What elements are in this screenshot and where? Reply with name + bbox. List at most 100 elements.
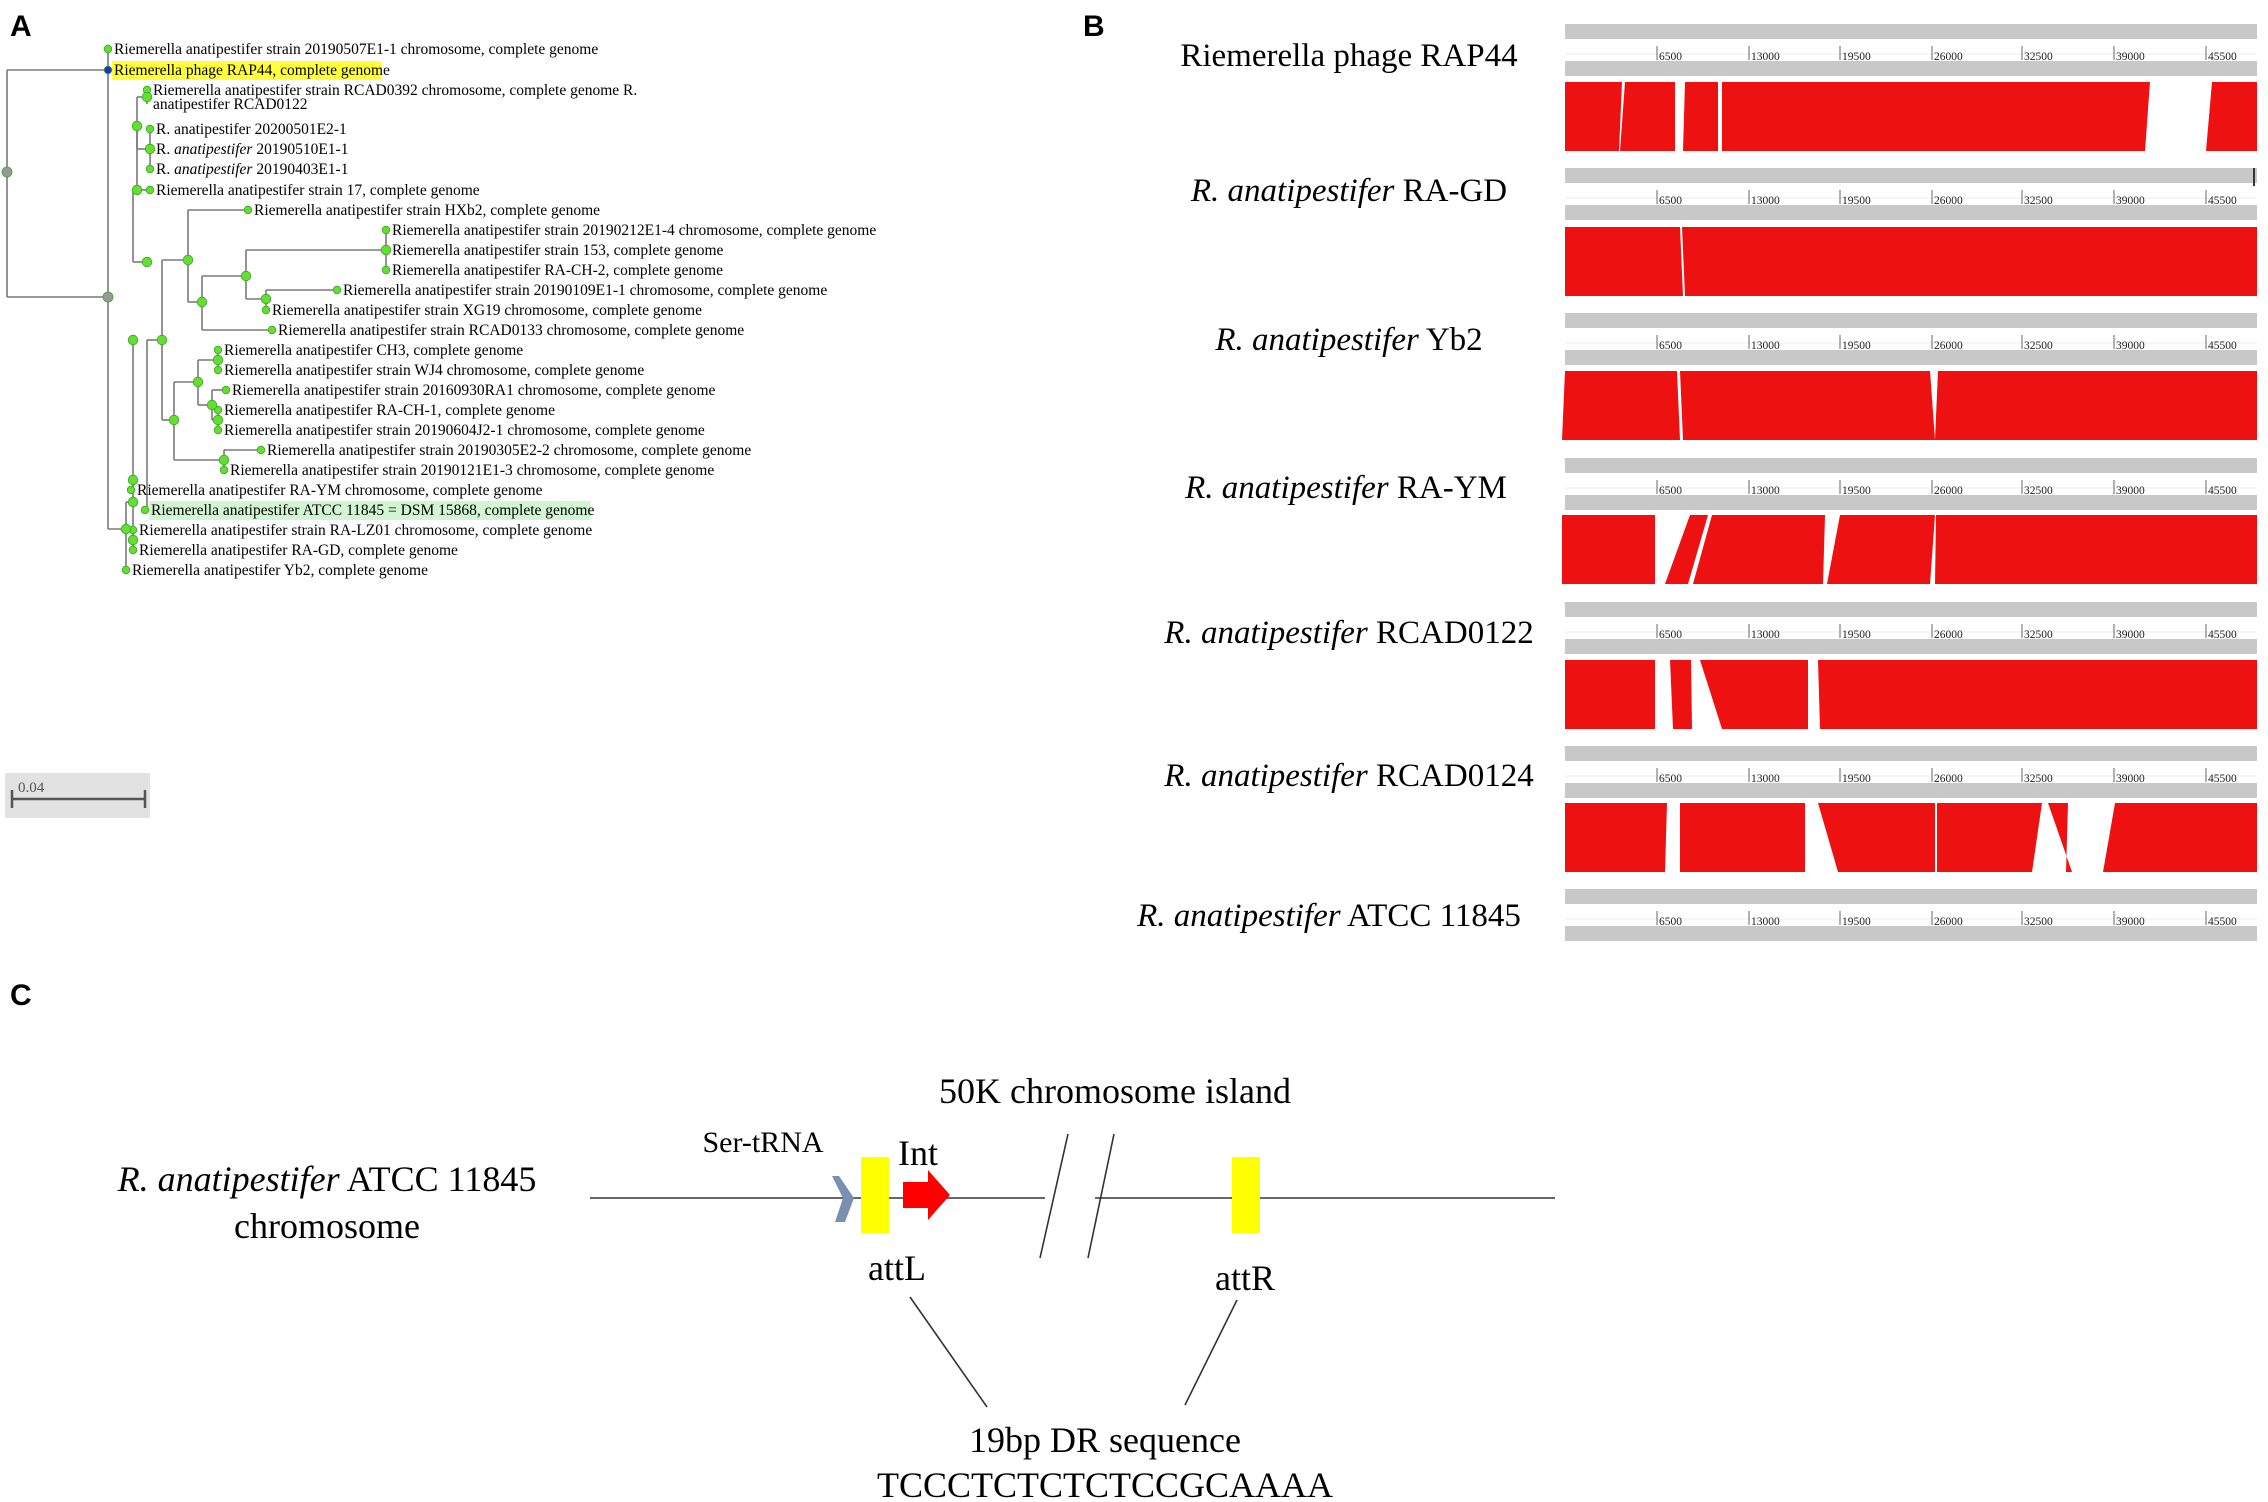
genome-track-top — [1565, 24, 2257, 39]
tree-node — [140, 505, 150, 515]
genome-track-tick-label: 45500 — [2208, 485, 2237, 497]
panel-b-letter: B — [1083, 10, 1105, 43]
tree-node — [332, 285, 342, 295]
tree-leaf-label-prefix: R. — [156, 141, 174, 158]
match-block — [1683, 82, 1718, 151]
match-block — [1937, 803, 2042, 872]
int-label: Int — [898, 1133, 938, 1173]
match-block — [1562, 515, 1655, 584]
tree-node — [213, 365, 223, 375]
tree-leaf-label: Riemerella anatipestifer strain 20190212… — [392, 222, 876, 239]
genome-track-tick-label: 6500 — [1659, 916, 1682, 928]
attl-label: attL — [868, 1248, 926, 1288]
tree-node — [240, 270, 252, 282]
tree-leaf-label-text: 20190403E1-1 — [252, 161, 348, 178]
genome-label: Riemerella phage RAP44 — [1180, 38, 1517, 74]
ser-trna-arrow-icon — [832, 1176, 854, 1222]
match-block — [1680, 371, 1935, 440]
genome-track-tick-label: 19500 — [1842, 195, 1871, 207]
tree-node — [192, 376, 204, 388]
tree-node — [212, 354, 224, 366]
tree-node — [127, 534, 139, 546]
genome-track-bottom — [1565, 205, 2257, 220]
genome-label: R. anatipestifer RCAD0124 — [1163, 758, 1533, 794]
trna-label: Ser-tRNA — [702, 1126, 823, 1159]
genome-track-tick-label: 32500 — [2024, 195, 2053, 207]
genome-label-text: RA-YM — [1389, 470, 1507, 506]
tree-leaf-label-text: Riemerella anatipestifer RA-YM chromosom… — [137, 482, 543, 499]
tree-leaf-label-text: Riemerella anatipestifer strain 20160930… — [232, 382, 715, 399]
tree-node — [127, 474, 139, 486]
genome-track-tick-label: 39000 — [2116, 773, 2145, 785]
match-block — [1565, 227, 1683, 296]
genome-track-tick-label: 45500 — [2208, 773, 2237, 785]
tree-node — [103, 65, 113, 75]
tree-leaf-label: Riemerella anatipestifer Yb2, complete g… — [132, 562, 428, 579]
genome-label-text: Riemerella phage RAP44 — [1180, 38, 1517, 74]
genome-label-text: ATCC 11845 — [1341, 898, 1521, 934]
match-block — [2206, 82, 2257, 151]
tree-leaf-highlight — [112, 61, 382, 80]
genome-track-tick-label: 13000 — [1751, 773, 1780, 785]
tree-node — [127, 496, 139, 508]
tree-leaf-label: Riemerella anatipestifer ATCC 11845 = DS… — [151, 502, 594, 519]
tree-node — [213, 345, 223, 355]
scale-bar-box — [5, 773, 150, 818]
tree-leaf-label-text: Riemerella anatipestifer strain 20190305… — [267, 442, 751, 459]
panel-b-genome-comparison: B Riemerella phage RAP44 R. anatipestifer… — [1083, 10, 2257, 941]
tree-leaf-label-text: anatipestifer RCAD0122 — [153, 96, 308, 113]
tree-leaf-label: R. anatipestifer 20190510E1-1 — [156, 141, 348, 158]
tree-node — [121, 565, 131, 575]
tree-node — [267, 325, 277, 335]
attl-connector — [909, 1296, 988, 1408]
tree-leaf-label-text: Riemerella anatipestifer strain 20190109… — [343, 282, 827, 299]
match-block — [1565, 82, 1622, 151]
tree-leaf-label-species: anatipestifer — [174, 161, 253, 178]
tree-leaf-label: Riemerella anatipestifer strain 20190109… — [343, 282, 827, 299]
genome-track-tick-label: 45500 — [2208, 340, 2237, 352]
genome-track-bottom — [1565, 495, 2257, 510]
tree-leaf-label: Riemerella anatipestifer strain RCAD0133… — [278, 322, 744, 339]
genome-track-tick-label: 13000 — [1751, 195, 1780, 207]
tree-node — [196, 296, 208, 308]
genome-track-tick-label: 13000 — [1751, 629, 1780, 641]
genome-track-tick-label: 26000 — [1934, 51, 1963, 63]
genome-track-tick-label: 26000 — [1934, 629, 1963, 641]
tree-leaf-label: Riemerella anatipestifer RA-GD, complete… — [139, 542, 458, 559]
tree-node — [156, 334, 168, 346]
match-block — [1827, 515, 1935, 584]
genome-track-tick-label: 6500 — [1659, 773, 1682, 785]
match-block — [1565, 660, 1655, 729]
genome-label-species: R. anatipestifer — [1214, 322, 1419, 358]
tree-node — [141, 91, 153, 103]
panel-c-letter: C — [10, 979, 32, 1012]
tree-node — [206, 399, 218, 411]
tree-node — [144, 143, 156, 155]
match-block — [1620, 82, 1675, 151]
tree-node — [381, 265, 391, 275]
genome-track-bottom — [1565, 783, 2257, 798]
dr-label: 19bp DR sequence — [969, 1420, 1241, 1460]
tree-leaf-label: Riemerella anatipestifer strain 17, comp… — [156, 182, 480, 199]
tree-node — [256, 445, 266, 455]
tree-node — [168, 414, 180, 426]
chromosome-label-line1: R. anatipestifer ATCC 11845 — [117, 1159, 537, 1199]
genome-label-text: RCAD0124 — [1368, 758, 1534, 794]
tree-leaf-label-text: Riemerella anatipestifer RA-CH-2, comple… — [392, 262, 723, 279]
genome-track-tick-label: 45500 — [2208, 629, 2237, 641]
tree-node — [218, 454, 230, 466]
tree-leaf-label-prefix: R. — [156, 161, 174, 178]
tree-leaf-label: Riemerella anatipestifer RA-CH-1, comple… — [224, 402, 555, 419]
tree-leaf-labels: Riemerella anatipestifer strain 20190507… — [112, 41, 876, 579]
genome-track-tick-label: 45500 — [2208, 195, 2237, 207]
genome-track-tick-label: 13000 — [1751, 916, 1780, 928]
attr-site-box — [1232, 1157, 1260, 1233]
tree-leaf-label-text: Riemerella anatipestifer strain RCAD0133… — [278, 322, 744, 339]
genome-track-tick-label: 26000 — [1934, 773, 1963, 785]
genome-track-tick-label: 32500 — [2024, 916, 2053, 928]
tree-node — [103, 44, 113, 54]
chromosome-strain: ATCC 11845 — [340, 1159, 537, 1199]
match-block — [2048, 803, 2072, 872]
genome-track-tick-label: 32500 — [2024, 340, 2053, 352]
match-block — [1818, 803, 1935, 872]
